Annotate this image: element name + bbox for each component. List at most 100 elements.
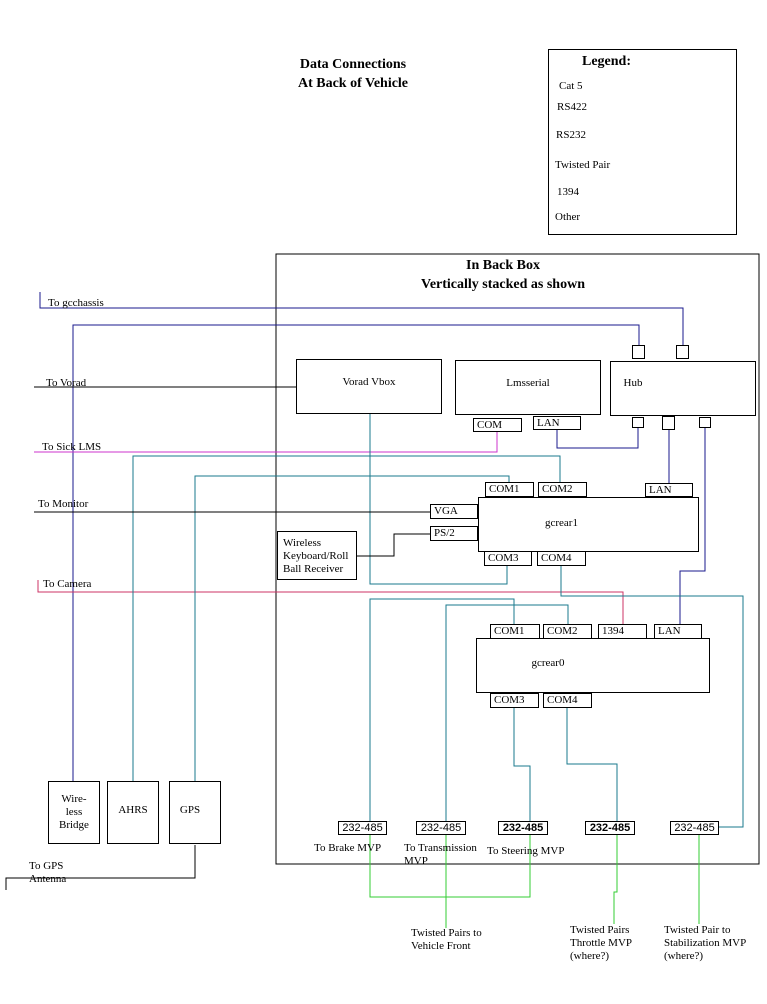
gcrear0-box: gcrear0 [476,638,710,693]
wire-vorad-gcrear1 [369,413,508,585]
wire-keyboard [356,533,430,557]
wireless-keyboard-line2: Keyboard/Roll [283,550,349,562]
label-to-vorad: To Vorad [46,377,87,389]
gcrear0-com4-port: COM4 [543,693,592,708]
label-to-brake-mvp: To Brake MVP [314,842,382,854]
label-twisted-pairs-throttle-line3: (where?) [570,950,610,962]
back-box-title-line1: In Back Box [466,258,540,273]
wireless-bridge-box: Wire- less Bridge [48,781,100,844]
cat5-wires [39,292,706,782]
legend-box [548,49,737,235]
label-twisted-pair-stabilization-line2: Stabilization MVP [664,937,747,949]
wire-gps-antenna [5,845,196,890]
gcrear0-com1-port: COM1 [490,624,540,639]
wireless-bridge-line2: less [65,806,83,818]
wireless-bridge-label: Wire- less Bridge [59,793,89,832]
ahrs-box: AHRS [107,781,159,844]
vorad-vbox: Vorad Vbox [296,359,442,414]
wireless-keyboard-line3: Ball Receiver [283,563,344,575]
wire-lmsserial-lan [556,428,639,449]
lmsserial-lan-port: LAN [533,416,581,430]
label-to-gps-antenna-line1: To GPS [29,860,64,872]
label-twisted-pairs-front: Twisted Pairs to Vehicle Front [411,927,482,953]
gcrear1-ps2-port: PS/2 [430,526,478,541]
back-box-title-line2: Vertically stacked as shown [421,277,585,292]
wireless-keyboard-line1: Wireless [283,537,322,549]
label-to-sick-lms: To Sick LMS [42,441,102,453]
converter-transmission: 232-485 [416,821,466,835]
gcrear0-lan-port: LAN [654,624,702,639]
gcrear1-label: gcrear1 [545,517,578,529]
1394-wires [37,580,624,625]
wire-brake [369,598,515,821]
hub-port-bottom-3 [699,417,711,428]
gcrear0-1394-port: 1394 [598,624,647,639]
diagram-title-line2: At Back of Vehicle [297,76,409,91]
label-to-gcchassis: To gcchassis [48,297,104,309]
label-twisted-pair-stabilization-line3: (where?) [664,950,704,962]
converter-steering: 232-485 [498,821,548,835]
hub-port-top-1 [632,345,645,359]
wire-steering [513,707,531,821]
twisted-pair-wires [369,835,700,928]
gps-box: GPS [169,781,221,844]
converter-brake: 232-485 [338,821,387,835]
wireless-bridge-line3: Bridge [59,819,89,831]
gcrear1-com3-port: COM3 [484,551,532,566]
gcrear1-lan-port: LAN [645,483,693,497]
wireless-keyboard-box: Wireless Keyboard/Roll Ball Receiver [277,531,357,580]
label-to-transmission-line1: To Transmission [404,842,477,854]
diagram-title-line1: Data Connections [299,57,407,72]
label-twisted-pairs-throttle-line2: Throttle MVP [570,937,633,949]
label-twisted-pairs-front-line1: Twisted Pairs to [411,927,482,939]
label-to-camera: To Camera [43,578,92,590]
legend-label-cat5: Cat 5 [559,80,583,92]
vorad-vbox-label: Vorad Vbox [342,376,396,388]
label-twisted-pair-stabilization-line1: Twisted Pair to [664,924,731,936]
gcrear1-com1-port: COM1 [485,482,534,497]
legend-label-rs422: RS422 [557,101,587,113]
label-to-steering-mvp: To Steering MVP [487,845,565,857]
lmsserial-com-port: COM [473,418,522,432]
label-to-gps-antenna-line2: Antenna [29,873,67,885]
gcrear1-box: gcrear1 [478,497,699,552]
hub-port-top-2 [676,345,689,359]
legend-label-twisted-pair: Twisted Pair [555,159,611,171]
label-to-gps-antenna: To GPS Antenna [29,860,66,886]
diagram-title: Data Connections At Back of Vehicle [268,55,438,93]
wire-gcrear1-com4 [560,565,744,828]
label-twisted-pairs-front-line2: Vehicle Front [411,940,471,952]
wire-camera [37,580,624,625]
hub-port-bottom-1 [632,417,644,428]
legend-label-other: Other [555,211,581,223]
wireless-keyboard-label: Wireless Keyboard/Roll Ball Receiver [283,537,348,576]
label-to-transmission-line2: MVP [404,855,428,867]
converter-throttle: 232-485 [585,821,635,835]
gcrear0-com2-port: COM2 [543,624,592,639]
converter-stabilization: 232-485 [670,821,719,835]
label-twisted-pair-stabilization: Twisted Pair to Stabilization MVP (where… [664,924,746,963]
label-to-monitor: To Monitor [38,498,89,510]
wire-tp-throttle [613,835,618,924]
wire-bridge-hub [72,324,640,782]
gcrear1-com2-port: COM2 [538,482,587,497]
lmsserial-box: Lmsserial [455,360,601,415]
other-wires [5,386,430,890]
legend-heading: Legend: [582,54,631,69]
hub-port-bottom-2 [662,416,675,430]
rs422-wires [34,430,498,453]
gcrear0-com3-port: COM3 [490,693,539,708]
wire-tp-front [369,835,531,898]
label-twisted-pairs-throttle: Twisted Pairs Throttle MVP (where?) [570,924,632,963]
gcrear1-com4-port: COM4 [537,551,586,566]
wire-ahrs [132,455,561,782]
hub-box: Hub [610,361,756,416]
wire-gps [194,475,510,782]
label-twisted-pairs-throttle-line1: Twisted Pairs [570,924,630,936]
hub-label: Hub [623,377,643,389]
wire-hub-gcrear0-lan [679,428,706,625]
gcrear0-label: gcrear0 [531,657,565,669]
wire-throttle [566,707,618,821]
wire-transmission [445,604,569,821]
legend-label-rs232: RS232 [556,129,586,141]
